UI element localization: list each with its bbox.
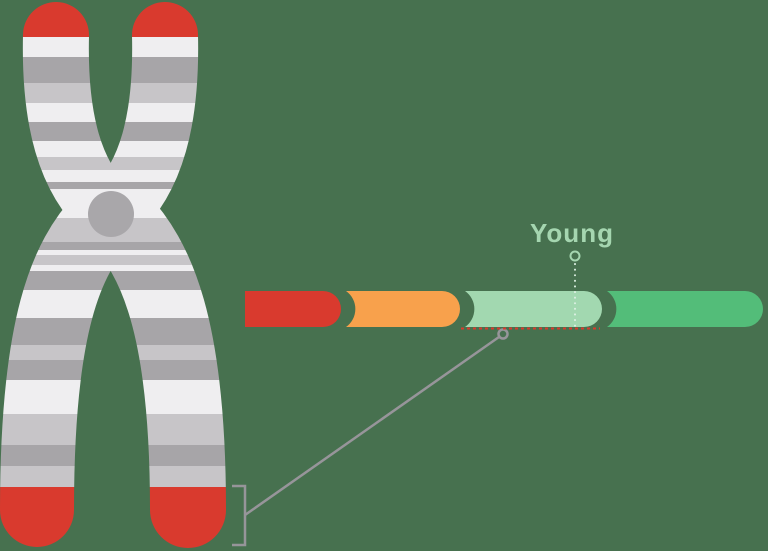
chromosome-band	[0, 345, 265, 360]
chromosome-band	[0, 466, 265, 487]
chromosome-band	[0, 103, 265, 122]
chromosome-band	[0, 255, 265, 265]
telomere-bracket	[232, 484, 247, 547]
chromosome-band	[0, 414, 265, 445]
centromere-icon	[88, 191, 134, 237]
chromosome-band	[0, 83, 265, 103]
chromosome-band	[0, 37, 265, 57]
young-label: Young	[530, 218, 614, 248]
chromosome-band	[0, 290, 265, 318]
chromosome-band	[0, 318, 265, 345]
pointer-end-circle-icon	[497, 328, 509, 340]
young-marker-circle-icon	[569, 250, 581, 262]
chromosome-band	[0, 271, 265, 290]
chromosome-band	[0, 57, 265, 83]
telomere-segment-light-green	[465, 291, 602, 327]
chromosome-band	[0, 122, 265, 141]
chromosome-band	[0, 157, 265, 170]
chromosome-bands	[0, 0, 265, 551]
chromosome-band	[0, 250, 265, 255]
chromosome-band	[0, 0, 265, 37]
pointer-line	[244, 335, 500, 517]
chromosome-band	[0, 170, 265, 182]
chromosome-band	[0, 141, 265, 157]
chromosome-band	[0, 242, 265, 250]
chromosome-band	[0, 265, 265, 271]
telomere-bar-segments	[245, 291, 763, 327]
chromosome-graphic	[0, 0, 265, 551]
chromosome-band	[0, 445, 265, 466]
chromosome-band	[0, 182, 265, 189]
chromosome-band	[0, 360, 265, 380]
telomere-segment-orange	[346, 291, 460, 327]
telomere-segment-dark-green	[607, 291, 763, 327]
telomere-segment-red	[245, 291, 341, 327]
chromosome-band	[0, 487, 265, 551]
chromosome-band	[0, 380, 265, 414]
